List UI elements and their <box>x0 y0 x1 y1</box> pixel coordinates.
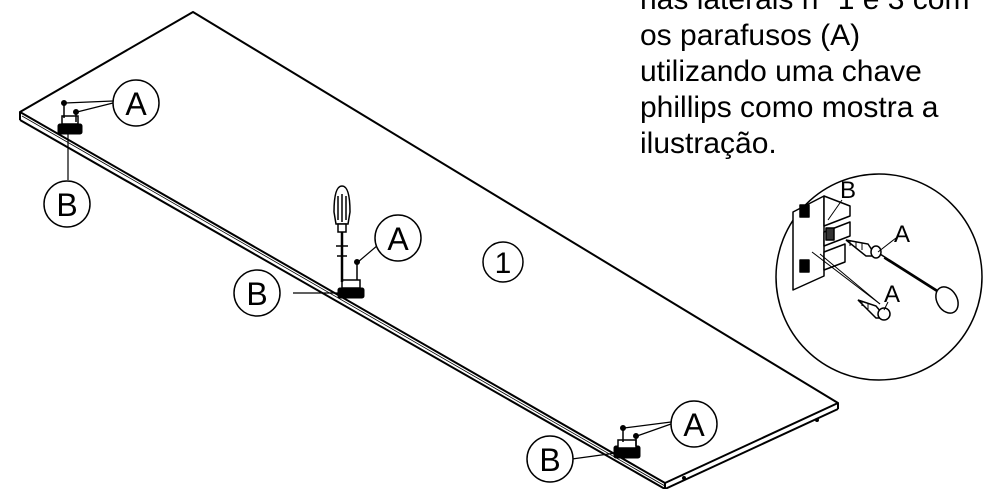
callout-b-right: B <box>526 435 574 483</box>
callout-a-center: A <box>374 214 422 262</box>
detail-screw-label: A <box>894 221 910 248</box>
detail-screw-label: A <box>884 281 900 308</box>
callout-b-label: B <box>56 187 77 223</box>
callout-b-label: B <box>539 442 560 478</box>
instruction-line: os parafusos (A) <box>640 19 861 52</box>
callout-leaders <box>64 100 672 460</box>
screwdriver-icon <box>333 185 351 282</box>
callout-a-label: A <box>683 407 705 443</box>
callout-a-left: A <box>112 79 160 127</box>
callout-a-label: A <box>125 86 147 122</box>
instruction-line: phillips como mostra a <box>640 91 939 124</box>
screw-detail-upper <box>845 239 882 259</box>
detail-bracket-label: B <box>840 177 856 204</box>
callout-b-center: B <box>233 269 281 317</box>
callout-a-label: A <box>387 221 409 257</box>
screw-detail-lower <box>857 299 891 321</box>
instruction-text: nas laterais nº 1 e 3 com os parafusos (… <box>640 0 980 162</box>
screwdriver-detail-icon <box>879 253 959 314</box>
instruction-line: nas laterais nº 1 e 3 com <box>640 0 980 18</box>
instruction-line: utilizando uma chave <box>640 55 922 88</box>
callout-a-right: A <box>670 400 718 448</box>
bracket-assembly-left <box>57 100 83 135</box>
part-number-label: 1 <box>495 247 512 280</box>
bracket-assembly-center <box>337 259 365 299</box>
callout-b-left: B <box>43 180 91 228</box>
callout-b-label: B <box>246 276 267 312</box>
bracket-detail <box>792 195 881 305</box>
detail-inset: B A A <box>775 173 983 381</box>
board-panel <box>19 11 839 489</box>
instruction-line: ilustração. <box>640 127 777 160</box>
part-number-badge: 1 <box>482 241 524 283</box>
bracket-assembly-right <box>613 425 641 459</box>
